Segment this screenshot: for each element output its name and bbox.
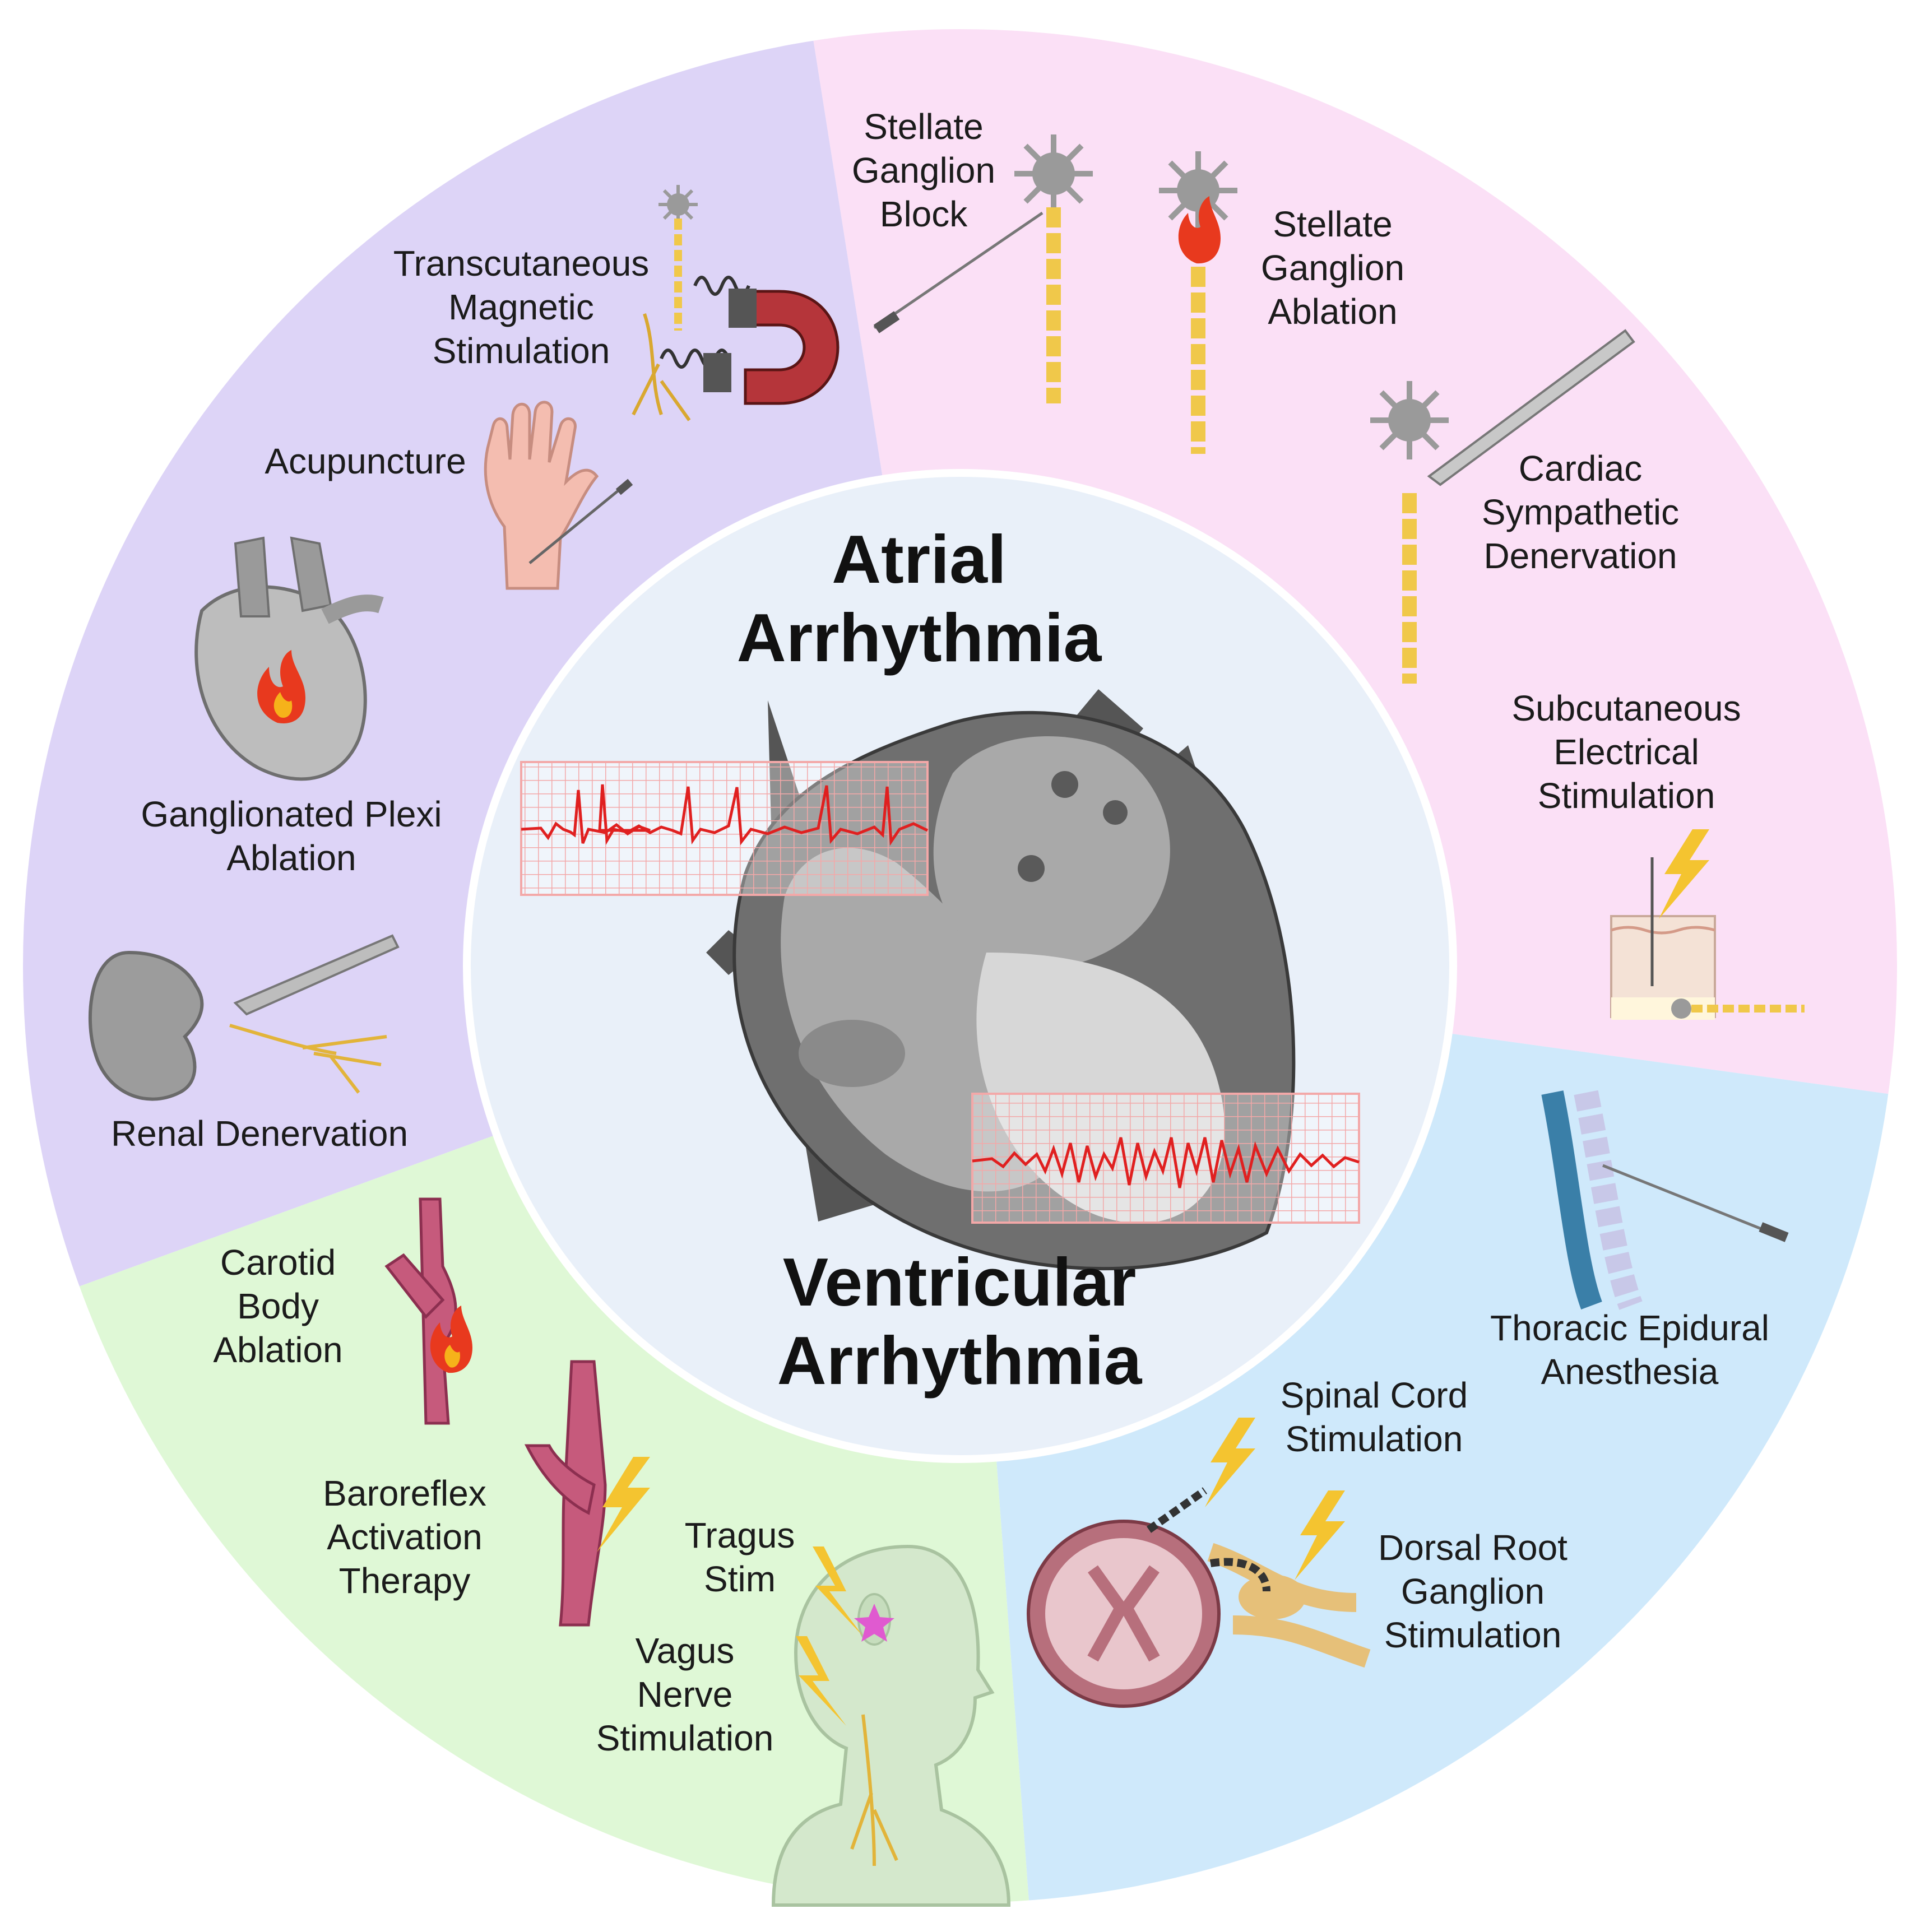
atrial-ecg-strip — [520, 761, 929, 896]
svg-text:Stimulation: Stimulation — [1538, 775, 1715, 816]
atrial-title-line2: Arrhythmia — [737, 600, 1102, 676]
label-renal-denervation: Renal Denervation — [111, 1113, 408, 1154]
blood-vessel-icon — [524, 1360, 607, 1627]
svg-text:Stimulation: Stimulation — [596, 1718, 774, 1758]
svg-text:Tragus: Tragus — [685, 1515, 795, 1555]
svg-text:Ablation: Ablation — [226, 838, 356, 878]
label-carotid-body-ablation: Carotid Body Ablation — [213, 1242, 342, 1370]
ventricular-title-line2: Arrhythmia — [777, 1322, 1143, 1399]
neuron-icon — [658, 185, 698, 224]
svg-text:Cardiac: Cardiac — [1519, 448, 1643, 489]
ventricular-title-line1: Ventricular — [783, 1244, 1137, 1320]
subcutaneous-stimulation-illustration — [1610, 829, 1805, 1020]
label-dorsal-root-ganglion-stimulation: Dorsal Root Ganglion Stimulation — [1378, 1527, 1567, 1655]
label-stellate-ganglion-block: Stellate Ganglion Block — [852, 106, 995, 234]
spine-icon — [1541, 1090, 1643, 1310]
kidney-icon — [88, 950, 204, 1101]
svg-text:Ganglion: Ganglion — [852, 150, 995, 191]
svg-text:Ablation: Ablation — [213, 1330, 342, 1370]
svg-text:Ablation: Ablation — [1268, 291, 1397, 332]
thoracic-epidural-illustration — [1541, 1090, 1789, 1310]
label-baroreflex-activation-therapy: Baroreflex Activation Therapy — [323, 1473, 486, 1601]
flame-icon — [430, 1306, 472, 1373]
lightning-bolt-icon — [1205, 1418, 1255, 1507]
baroreflex-illustration — [524, 1360, 650, 1627]
svg-text:Denervation: Denervation — [1483, 536, 1677, 576]
heart-anatomy-icon — [194, 536, 384, 781]
svg-text:Thoracic Epidural: Thoracic Epidural — [1490, 1308, 1769, 1348]
ventricular-ecg-trace — [972, 1137, 1360, 1188]
cardiac-denervation-illustration — [1370, 329, 1635, 684]
svg-text:Subcutaneous: Subcutaneous — [1511, 688, 1741, 728]
neuron-icon — [1014, 134, 1093, 213]
label-stellate-ganglion-ablation: Stellate Ganglion Ablation — [1261, 204, 1404, 332]
hand-icon — [484, 401, 599, 590]
acupuncture-illustration — [484, 401, 633, 590]
svg-text:Stim: Stim — [704, 1559, 776, 1599]
svg-text:Block: Block — [880, 194, 968, 234]
svg-text:Body: Body — [237, 1286, 319, 1326]
svg-text:Ganglion: Ganglion — [1401, 1571, 1545, 1611]
svg-text:Electrical: Electrical — [1553, 732, 1699, 772]
dorsal-root-icon — [1207, 1543, 1371, 1668]
svg-text:Vagus: Vagus — [636, 1631, 735, 1671]
skin-layers-icon — [1610, 915, 1716, 1020]
label-ganglionated-plexi-ablation: Ganglionated Plexi Ablation — [141, 794, 442, 878]
flame-icon — [1178, 196, 1221, 264]
flame-icon — [257, 650, 305, 723]
label-thoracic-epidural-anesthesia: Thoracic Epidural Anesthesia — [1490, 1308, 1769, 1392]
svg-text:Nerve: Nerve — [637, 1674, 733, 1715]
label-vagus-nerve-stimulation: Vagus Nerve Stimulation — [596, 1631, 774, 1758]
svg-text:Ganglion: Ganglion — [1261, 248, 1404, 288]
svg-text:Ganglionated Plexi: Ganglionated Plexi — [141, 794, 442, 834]
head-neck-illustration — [771, 1544, 1011, 1907]
label-acupuncture: Acupuncture — [265, 441, 466, 481]
renal-denervation-illustration — [88, 934, 400, 1101]
label-transcutaneous-magnetic-stimulation: Transcutaneous Magnetic Stimulation — [393, 243, 650, 371]
svg-text:Renal Denervation: Renal Denervation — [111, 1113, 408, 1154]
spinal-cord-illustration — [1027, 1418, 1371, 1708]
label-spinal-cord-stimulation: Spinal Cord Stimulation — [1281, 1375, 1468, 1459]
label-cardiac-sympathetic-denervation: Cardiac Sympathetic Denervation — [1482, 448, 1679, 576]
svg-text:Magnetic: Magnetic — [448, 287, 594, 327]
svg-text:Stellate: Stellate — [864, 106, 983, 147]
magnetic-stimulation-illustration — [632, 185, 840, 421]
svg-text:Stimulation: Stimulation — [1384, 1615, 1562, 1655]
svg-text:Acupuncture: Acupuncture — [265, 441, 466, 481]
scalpel-icon — [1427, 329, 1635, 486]
stellate-ablation-illustration — [1159, 151, 1237, 454]
svg-text:Transcutaneous: Transcutaneous — [393, 243, 650, 284]
svg-text:Stellate: Stellate — [1273, 204, 1392, 244]
svg-text:Anesthesia: Anesthesia — [1541, 1352, 1719, 1392]
ganglionated-plexi-illustration — [194, 536, 384, 781]
lightning-bolt-icon — [597, 1457, 650, 1552]
svg-text:Baroreflex: Baroreflex — [323, 1473, 486, 1513]
scalpel-icon — [233, 934, 400, 1016]
neuron-icon — [1159, 151, 1237, 230]
svg-text:Dorsal Root: Dorsal Root — [1378, 1527, 1567, 1568]
spinal-cord-icon — [1027, 1520, 1221, 1708]
stellate-block-illustration — [873, 134, 1093, 403]
svg-text:Carotid: Carotid — [220, 1242, 336, 1283]
lightning-bolt-icon — [813, 1546, 863, 1636]
ventricular-ecg-strip — [971, 1093, 1360, 1224]
neuron-icon — [1370, 381, 1449, 459]
magnet-icon — [703, 289, 840, 405]
lightning-bolt-icon — [1659, 829, 1709, 919]
lightning-bolt-icon — [796, 1636, 846, 1726]
atrial-title-line1: Atrial — [832, 521, 1007, 597]
svg-text:Therapy: Therapy — [339, 1561, 471, 1601]
svg-text:Stimulation: Stimulation — [433, 331, 610, 371]
atrial-ecg-trace — [521, 784, 929, 846]
label-subcutaneous-electrical-stimulation: Subcutaneous Electrical Stimulation — [1511, 688, 1741, 816]
svg-text:Stimulation: Stimulation — [1286, 1419, 1463, 1459]
star-icon — [854, 1604, 894, 1642]
svg-text:Spinal Cord: Spinal Cord — [1281, 1375, 1468, 1415]
lightning-bolt-icon — [1295, 1490, 1345, 1580]
svg-text:Activation: Activation — [327, 1517, 482, 1557]
carotid-ablation-illustration — [384, 1197, 472, 1425]
label-tragus-stim: Tragus Stim — [685, 1515, 795, 1599]
svg-text:Sympathetic: Sympathetic — [1482, 492, 1679, 532]
